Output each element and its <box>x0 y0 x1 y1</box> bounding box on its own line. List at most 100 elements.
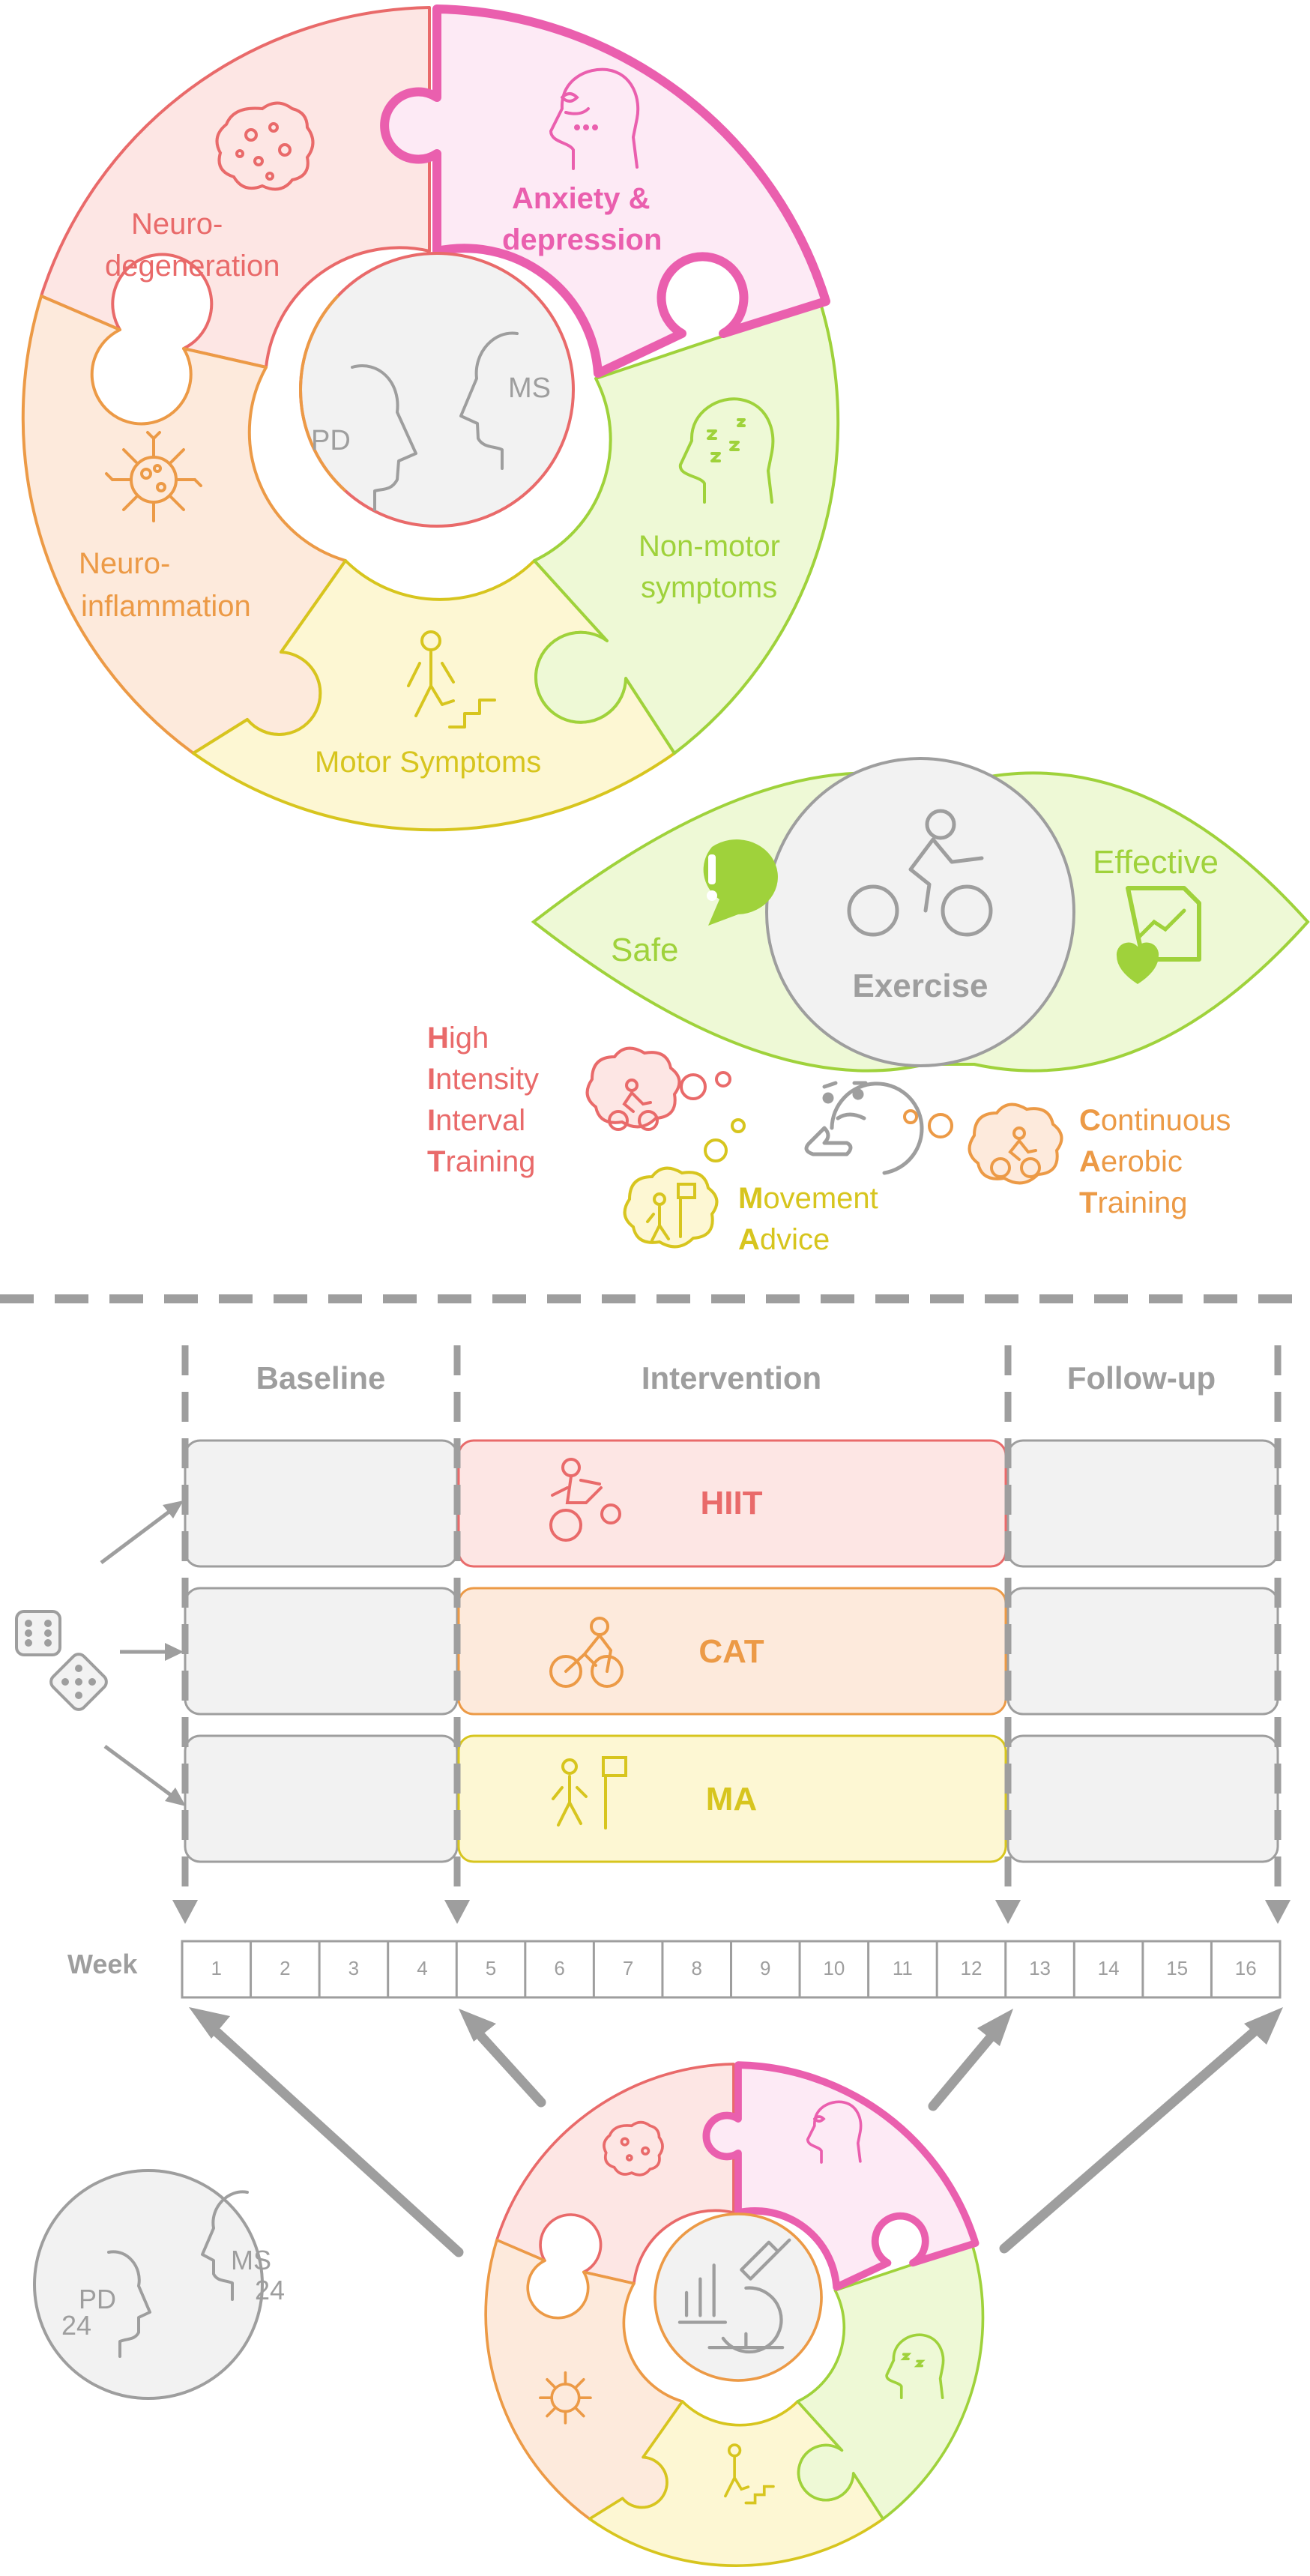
svg-text:Intensity: Intensity <box>427 1063 539 1096</box>
week-tick-label: 14 <box>1098 1957 1120 1979</box>
symptom-puzzle: PD MS Neuro- degeneration Anxiety & depr… <box>21 4 840 832</box>
hiit-thought-bubble <box>585 1046 681 1129</box>
phase-label-follow-up: Follow-up <box>1067 1360 1216 1396</box>
week-tick-label: 11 <box>893 1957 913 1979</box>
neurodegeneration-label-line1: Neuro- <box>131 208 223 241</box>
arm-row-hiit: HIIT <box>184 1439 1279 1568</box>
svg-text:Training: Training <box>427 1145 536 1178</box>
phase-boundary-lines <box>181 1345 1282 1904</box>
svg-text:Interval: Interval <box>427 1104 525 1137</box>
participants-pd-count: 24 <box>61 2310 91 2341</box>
hiit-cyclist-icon <box>608 1079 659 1131</box>
arm-row-cat: CAT <box>184 1587 1279 1716</box>
svg-text:Aerobic: Aerobic <box>1079 1145 1183 1178</box>
cat-word-2: raining <box>1097 1186 1187 1219</box>
phase-label-intervention: Intervention <box>642 1360 821 1396</box>
week-tick-label: 16 <box>1235 1957 1257 1979</box>
cat-word-0: ontinuous <box>1101 1104 1231 1137</box>
anxiety-label-line1: Anxiety & <box>512 182 651 215</box>
cat-letter-0: C <box>1079 1104 1101 1137</box>
hiit-word-0: igh <box>449 1022 489 1055</box>
week-tick-label: 12 <box>961 1957 982 1979</box>
pd-head-icon <box>351 364 417 511</box>
dice-icon <box>15 1610 108 1711</box>
hiit-arm-cyclist-icon <box>549 1458 621 1542</box>
participants-circle: PD 24 MS 24 <box>33 2169 285 2400</box>
participants-ms-count: 24 <box>255 2275 285 2305</box>
hiit-acronym: High Intensity Interval Training <box>427 1022 539 1178</box>
cat-cyclist-icon <box>990 1126 1041 1178</box>
week-tick-label: 13 <box>1029 1957 1051 1979</box>
anxiety-label-line2: depression <box>502 223 662 256</box>
hiit-word-1: ntensity <box>435 1063 539 1096</box>
heart-chart-icon <box>1116 886 1201 984</box>
week-tick-label: 1 <box>211 1957 222 1979</box>
effective-label: Effective <box>1093 844 1219 881</box>
week-tick-label: 4 <box>417 1957 427 1979</box>
week-tick-label: 10 <box>823 1957 845 1979</box>
phase-boundary-arrowheads <box>172 1900 1291 1924</box>
motor-label: Motor Symptoms <box>315 746 541 779</box>
phase-label-baseline: Baseline <box>256 1360 386 1396</box>
ma-letter-0: M <box>738 1182 763 1215</box>
cat-letter-1: A <box>1079 1145 1101 1178</box>
cat-arm-cyclist-icon <box>549 1617 624 1688</box>
hiit-word-3: raining <box>445 1145 535 1178</box>
participants-pd-label: PD <box>79 2284 116 2314</box>
neuroinflammation-label-line1: Neuro- <box>79 547 170 580</box>
thinking-face-icon <box>804 1081 924 1175</box>
ma-arm-person-sign-icon <box>552 1756 627 1830</box>
week-tick-label: 8 <box>691 1957 701 1979</box>
cat-letter-2: T <box>1079 1186 1097 1219</box>
cyclist-icon <box>847 809 993 937</box>
puzzle-piece-non-motor-symptoms <box>533 302 840 755</box>
ma-person-sign-icon <box>646 1183 696 1242</box>
exercise-label: Exercise <box>852 968 988 1004</box>
arm-row-ma: MA <box>184 1734 1279 1863</box>
dizzy-head-icon <box>678 397 775 504</box>
hiit-letter-3: T <box>427 1145 445 1178</box>
week-tick-label: 5 <box>486 1957 496 1979</box>
week-tick-label: 6 <box>554 1957 564 1979</box>
puzzle-piece-neuroinflammation <box>21 295 347 755</box>
assessment-arrows <box>189 2007 1283 2257</box>
svg-text:Advice: Advice <box>738 1223 830 1256</box>
person-stairs-icon <box>407 630 496 729</box>
hiit-letter-1: I <box>427 1063 435 1096</box>
neuroinflammation-label-line2: inflammation <box>81 590 251 623</box>
svg-text:Continuous: Continuous <box>1079 1104 1231 1137</box>
nonmotor-label-line2: symptoms <box>641 571 777 604</box>
ma-word-1: dvice <box>760 1223 830 1256</box>
hiit-letter-0: H <box>427 1022 449 1055</box>
ms-head-icon <box>459 331 519 470</box>
arm-label-hiit: HIIT <box>700 1485 762 1521</box>
exercise-safe-effective: Exercise Safe Effective <box>531 757 1310 1073</box>
safe-label: Safe <box>611 932 679 968</box>
training-options: High Intensity Interval Training Movemen… <box>427 1022 1231 1256</box>
week-axis-label: Week <box>67 1949 138 1979</box>
week-tick-label: 15 <box>1166 1957 1188 1979</box>
ma-word-0: ovement <box>763 1182 878 1215</box>
neurodegeneration-label-line2: degeneration <box>105 250 280 283</box>
puzzle-piece-anxiety-depression <box>380 4 830 378</box>
ma-letter-1: A <box>738 1223 760 1256</box>
arm-label-cat: CAT <box>698 1633 764 1670</box>
exercise-circle <box>765 757 1075 1067</box>
week-tick-label: 3 <box>348 1957 359 1979</box>
svg-text:High: High <box>427 1022 489 1055</box>
ma-thought-bubble <box>623 1166 719 1249</box>
inflamed-cell-icon <box>105 431 202 522</box>
assessment-puzzle <box>484 2061 985 2568</box>
nonmotor-label-line1: Non-motor <box>639 530 780 563</box>
participants-ms-label: MS <box>231 2245 271 2275</box>
damaged-brain-cell-icon <box>215 101 315 191</box>
puzzle-center-label-pd: PD <box>311 425 351 456</box>
ma-acronym: Movement Advice <box>738 1182 878 1256</box>
microscope-chart-icon <box>677 2238 791 2354</box>
alert-bubble-icon <box>703 839 778 926</box>
week-tick-label: 2 <box>280 1957 290 1979</box>
randomization-arrows <box>100 1500 186 1806</box>
week-tick-label: 7 <box>623 1957 633 1979</box>
